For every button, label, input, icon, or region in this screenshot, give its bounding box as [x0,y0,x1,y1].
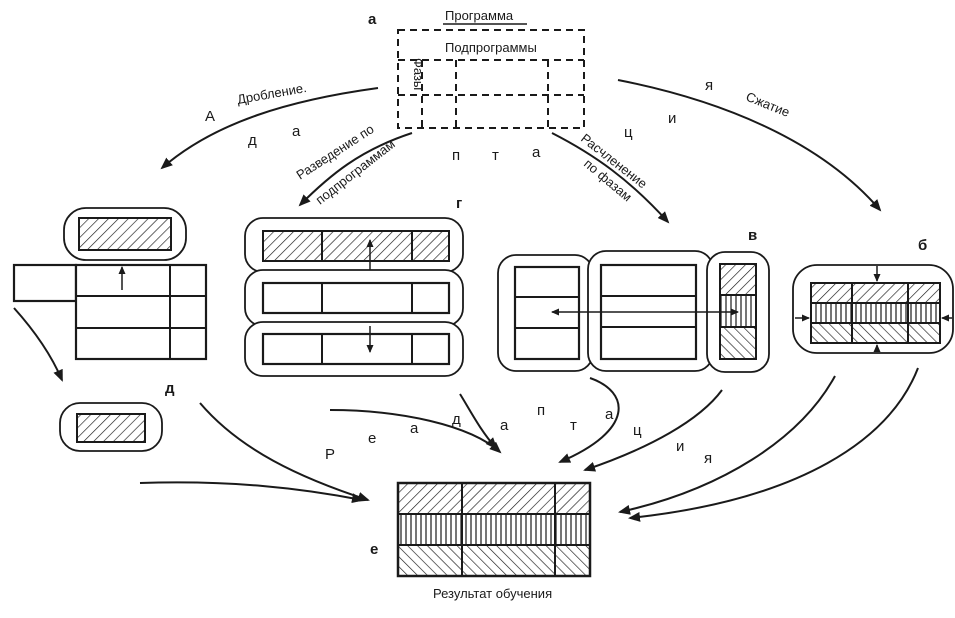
result-row-2 [397,513,591,546]
compressed-bottom [810,322,941,344]
arrow-down-d [13,307,63,382]
label-v: в [748,227,757,244]
arrow-separation [298,132,413,207]
arrow-from-b-2 [628,367,919,522]
arrow-from-v-2 [583,389,723,472]
readaptation-letter: Р [325,446,335,463]
program-frame [397,29,585,129]
arrow-from-g [459,393,498,450]
compressed-middle [810,302,941,324]
col-3-top [719,263,757,296]
col-1 [513,265,581,361]
phases-label: Фазы [411,58,426,90]
readaptation-letter: а [605,406,614,423]
program-table-a: а Программа Подпрограммы Фазы [368,8,585,129]
grid-block [74,263,208,361]
result-row-1 [397,482,591,515]
hatched-row [262,230,450,262]
adaptation-top-letter: д [248,132,257,149]
readaptation-letter: а [410,420,419,437]
label-b: б [918,237,927,254]
compression-label: Сжатие [744,89,792,120]
arrow-compression [617,79,882,212]
arrow-from-v-1 [558,377,620,463]
adaptation-top-letter: а [292,123,301,140]
readaptation-word: Р е а д а п т а ц и я [325,402,712,467]
adaptation-top-letter: т [492,147,499,164]
hatched-block-top [78,217,172,251]
arrow-from-b-1 [618,375,836,515]
compressed-top [810,282,941,304]
adaptation-top-letter: и [668,110,676,127]
label-d: д [165,380,175,397]
adaptation-top-letter: ц [624,124,633,141]
row-3 [261,332,451,366]
adaptation-top-letter: п [452,147,460,164]
readaptation-letter: я [704,450,712,467]
adaptation-top-letter: а [532,144,541,161]
col-3-bottom [719,326,757,360]
arrow-division [551,132,670,224]
separation-group-g: г [244,195,464,377]
adaptation-top-letter: я [705,77,713,94]
readaptation-letter: п [537,402,545,419]
readaptation-letter: и [676,438,684,455]
readaptation-letter: т [570,417,577,434]
label-g: г [456,195,462,212]
arrow-fragmentation [160,87,379,170]
result-caption: Результат обучения [433,586,552,601]
adaptation-word-top: А д а п т а ц и я [205,77,713,164]
program-title: Программа [445,8,514,23]
arrow-from-left [139,481,364,504]
side-cell [12,263,78,303]
adaptation-top-letter: А [205,108,215,125]
result-row-3 [397,544,591,577]
label-a: а [368,11,377,28]
arrow-from-d [199,402,370,502]
subprograms-title: Подпрограммы [445,40,537,55]
compression-group-b: б [792,237,954,354]
readaptation-letter: д [452,411,461,428]
fragmentation-group-d: д [12,207,208,452]
result-table-e: е Результат обучения [370,481,592,601]
readaptation-letter: е [368,430,376,447]
readaptation-letter: а [500,417,509,434]
hatched-block-bottom [76,413,146,443]
col-3-middle [719,294,757,328]
label-e: е [370,541,378,558]
row-2 [261,281,451,315]
readaptation-letter: ц [633,422,642,439]
division-group-v: в [497,227,770,373]
